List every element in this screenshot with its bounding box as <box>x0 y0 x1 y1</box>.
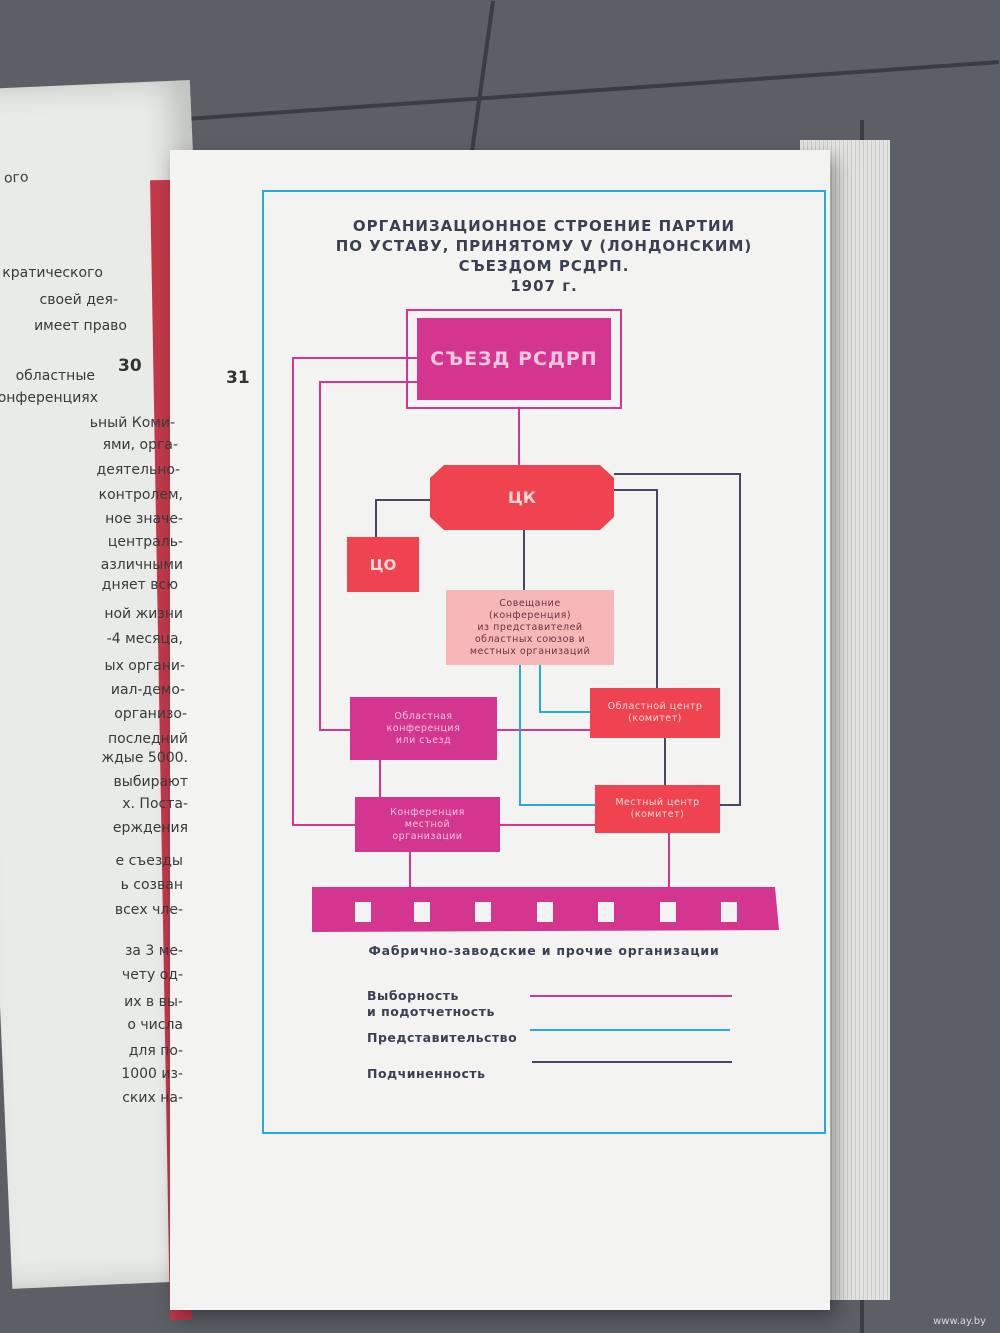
regional-center-line-2: (комитет) <box>628 713 682 724</box>
diagram-title-line-2: ПО УСТАВУ, ПРИНЯТОМУ V (ЛОНДОНСКИМ) <box>335 237 753 255</box>
left-page-line: дняет всю <box>101 577 178 593</box>
left-page-line: х. Поста- <box>122 796 188 812</box>
cc-box-shape <box>430 465 614 530</box>
left-page-line: всех чле- <box>114 902 183 918</box>
left-page-line: деятельно- <box>96 462 180 478</box>
left-page-line: ских на- <box>122 1090 183 1106</box>
regional-center-box: Областной центр (комитет) <box>590 688 720 738</box>
regional-conference-line-3: или съезд <box>395 734 452 746</box>
diagram-title-line-1: ОРГАНИЗАЦИОННОЕ СТРОЕНИЕ ПАРТИИ <box>352 217 736 235</box>
left-page-line: -4 месяца, <box>106 631 183 647</box>
left-page-line: ьный Коми- <box>89 415 175 431</box>
diagram-title-line-4: 1907 г. <box>510 277 578 295</box>
left-page-line: кратического <box>2 265 103 281</box>
left-page-line: ь созван <box>120 877 183 893</box>
page-number-right: 31 <box>226 368 250 388</box>
meeting-box: Совещание (конференция) из представителе… <box>446 590 614 665</box>
cc-box: ЦК <box>430 465 614 530</box>
left-page-line: е съезды <box>115 853 183 869</box>
meeting-line-4: областных союзов и <box>474 633 586 645</box>
left-page-line: своей дея- <box>39 292 118 308</box>
co-box: ЦО <box>347 537 419 592</box>
left-page-line: ями, орга- <box>102 437 178 453</box>
local-center-line-2: (комитет) <box>630 809 685 820</box>
factory-organizations-label: Фабрично-заводские и прочие организации <box>368 943 720 958</box>
meeting-line-2: (конференция) <box>488 609 572 621</box>
local-conference-line-1: Конференция <box>390 806 465 818</box>
left-page-line: ых органи- <box>104 658 185 674</box>
subordination-lines <box>375 473 741 806</box>
regional-conference-line-2: конференция <box>386 722 461 734</box>
factory-organizations-bar <box>312 887 779 932</box>
legend-label-election-1: Выборность <box>367 988 459 1003</box>
legend-label-subordination: Подчиненность <box>367 1066 486 1081</box>
election-lines <box>292 309 670 887</box>
local-conference-box: Конференция местной организации <box>355 797 500 852</box>
local-center-line-1: Местный центр <box>615 797 700 808</box>
watermark: www.ay.by <box>933 1316 986 1327</box>
local-conference-line-2: местной <box>404 818 451 830</box>
left-page-line: контролем, <box>98 487 183 503</box>
meeting-line-5: местных организаций <box>469 645 591 657</box>
left-page-line: областные <box>15 368 95 384</box>
diagram-title-line-3: СЪЕЗДОМ РСДРП. <box>458 257 630 275</box>
left-page-line: ждые 5000. <box>101 750 189 766</box>
left-page-line: чету од- <box>121 967 183 983</box>
left-page-line: онференциях <box>0 390 98 406</box>
left-page-line: их в вы- <box>124 994 183 1010</box>
left-page-line: азличными <box>100 557 183 573</box>
congress-label: СЪЕЗД РСДРП <box>430 348 598 370</box>
legend-label-election-2: и подотчетность <box>367 1004 495 1019</box>
meeting-line-3: из представителей <box>477 621 583 633</box>
meeting-line-1: Совещание <box>499 597 561 609</box>
left-page-line: выбирают <box>113 774 188 790</box>
co-label: ЦО <box>369 555 397 574</box>
left-page-line: централь- <box>107 534 183 550</box>
legend-label-representation: Представительство <box>367 1030 518 1045</box>
regional-conference-line-1: Областная <box>394 710 453 722</box>
left-page-line: ерждения <box>112 820 188 836</box>
left-page-line: иал-демо- <box>110 682 185 698</box>
diagram-frame <box>262 190 826 1134</box>
left-page-line: последний <box>107 731 188 747</box>
regional-center-line-1: Областной центр <box>607 701 703 712</box>
left-page-line: ное значе- <box>105 511 183 527</box>
left-page-line: имеет право <box>34 318 127 334</box>
left-page-line: за 3 ме- <box>124 943 183 959</box>
left-page-line: организо- <box>114 706 187 722</box>
local-center-box: Местный центр (комитет) <box>595 785 720 833</box>
left-page-line: о числа <box>127 1017 183 1033</box>
representation-lines <box>519 665 595 806</box>
regional-conference-box: Областная конференция или съезд <box>350 697 497 760</box>
congress-box: СЪЕЗД РСДРП <box>417 318 611 400</box>
local-conference-line-3: организации <box>392 830 463 842</box>
left-page-line: 1000 из- <box>121 1066 183 1082</box>
cc-label: ЦК <box>508 488 536 507</box>
left-page-line: для по- <box>128 1043 183 1059</box>
page-number-left: 30 <box>118 356 142 376</box>
left-page-line: ной жизни <box>104 606 183 622</box>
